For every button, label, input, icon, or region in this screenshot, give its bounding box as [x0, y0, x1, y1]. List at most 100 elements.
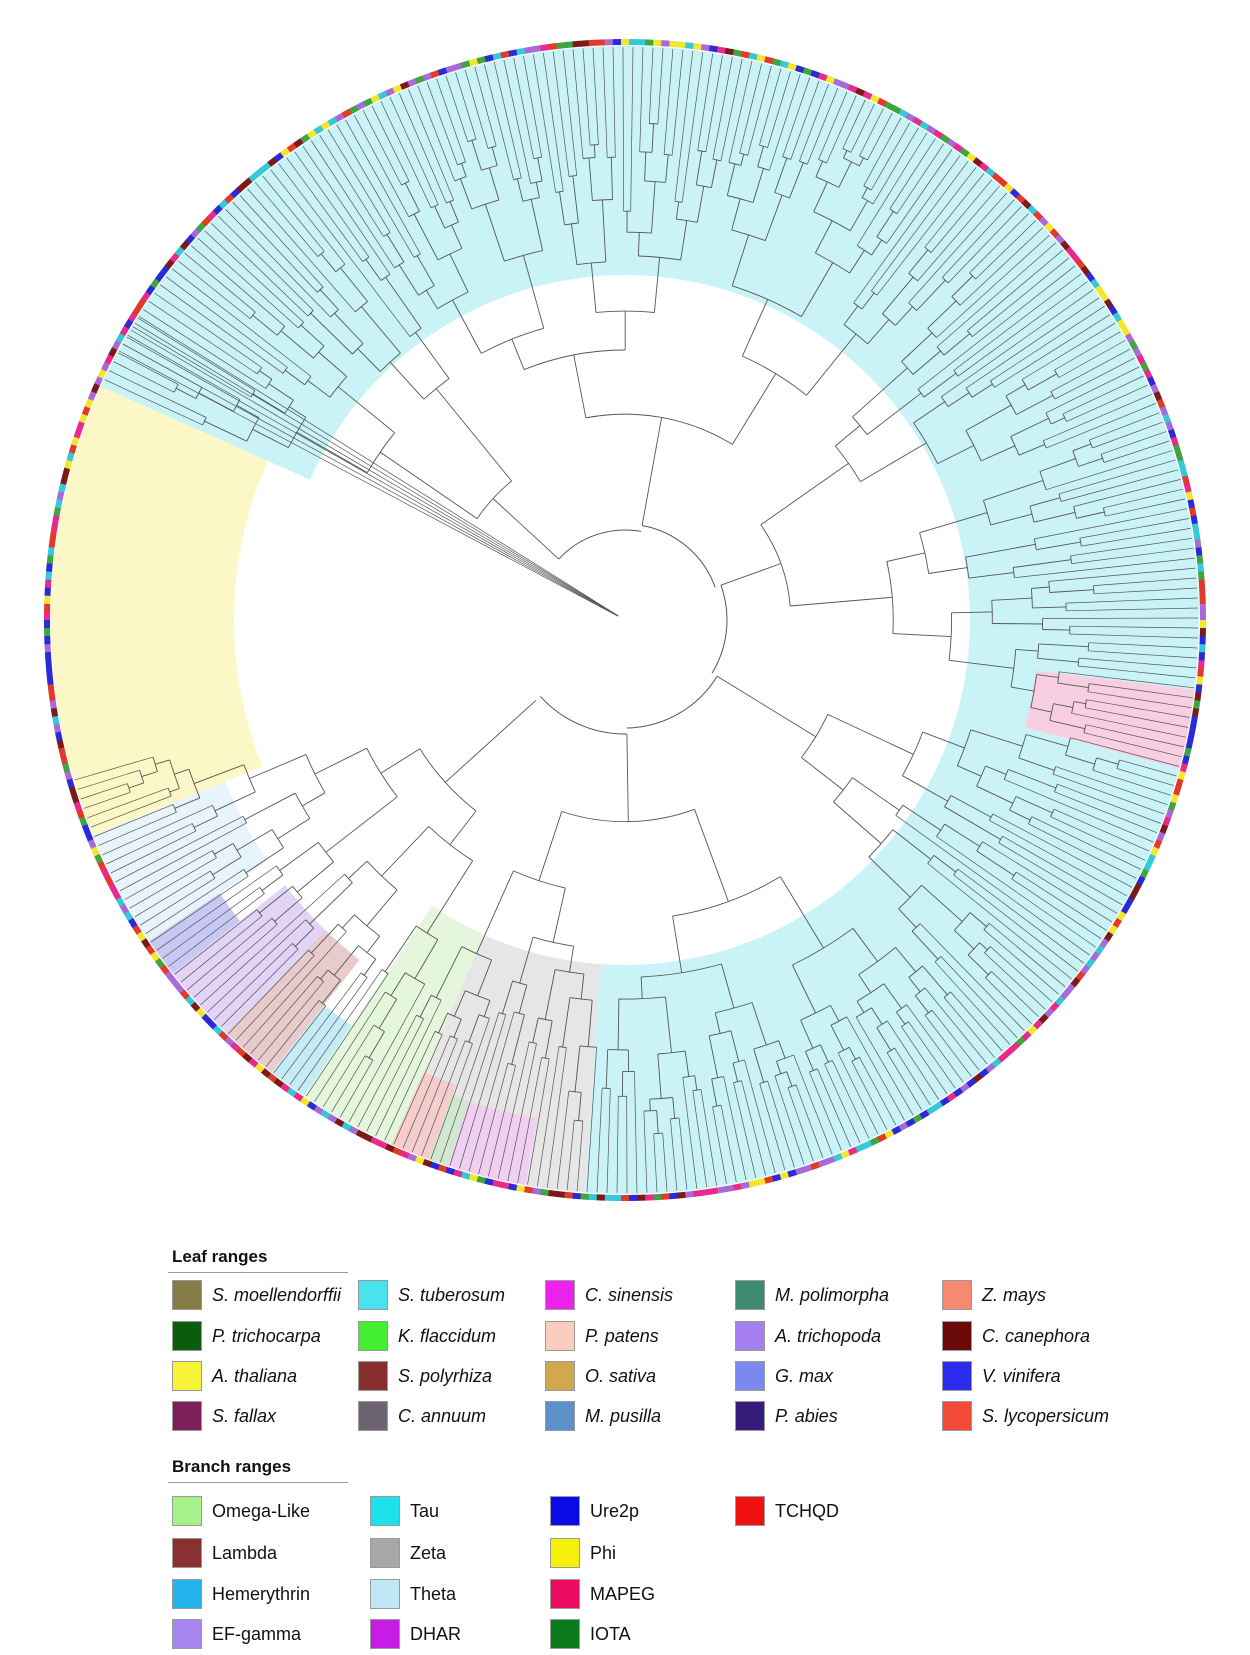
leaf-branch	[533, 54, 557, 193]
species-ring-segment	[145, 284, 156, 296]
leaf-branch	[831, 1060, 870, 1139]
species-ring-segment	[1194, 692, 1202, 702]
leaf-branch	[430, 1043, 473, 1160]
internal-branch	[511, 338, 525, 370]
leaf-legend-item: M. polimorpha	[735, 1279, 889, 1311]
internal-branch	[801, 757, 844, 791]
leaf-branch	[129, 857, 217, 909]
leaf-branch	[220, 948, 299, 1027]
internal-branch	[398, 264, 419, 296]
branch-legend-label: Omega-Like	[212, 1500, 311, 1521]
leaf-branch	[228, 949, 309, 1034]
species-ring-segment	[1120, 325, 1131, 337]
species-ring-segment	[56, 490, 65, 501]
leaf-branch	[739, 63, 763, 154]
clade-connector-arc	[481, 165, 498, 171]
species-ring-segment	[1139, 868, 1149, 879]
species-ring-segment	[1094, 944, 1105, 956]
species-ring-segment	[1090, 278, 1101, 289]
species-ring-segment	[348, 104, 360, 115]
leaf-branch	[507, 1043, 537, 1181]
leaf-branch	[592, 47, 599, 145]
internal-branch	[1051, 417, 1065, 425]
internal-branch	[911, 930, 939, 960]
leaf-branch	[493, 62, 522, 178]
clade-connector-arc	[742, 355, 807, 396]
species-ring-segment	[524, 46, 534, 54]
leaf-branch	[327, 129, 391, 233]
species-ring-segment	[48, 691, 56, 701]
leaf-legend-item: K. flaccidum	[358, 1320, 496, 1352]
internal-branch	[1036, 541, 1081, 551]
internal-branch	[522, 255, 545, 329]
clade-connector-arc	[998, 835, 1003, 844]
internal-branch	[675, 201, 680, 220]
leaf-branch	[712, 57, 733, 160]
species-ring-segment	[997, 177, 1009, 188]
species-ring-segment	[174, 983, 185, 994]
leaf-branch	[793, 1054, 833, 1155]
species-ring-segment	[1170, 436, 1179, 447]
internal-branch	[944, 806, 1001, 840]
branch-legend-label: IOTA	[590, 1623, 631, 1644]
internal-branch	[320, 253, 337, 272]
species-ring-segment	[1136, 354, 1146, 365]
species-ring-segment	[184, 995, 196, 1006]
leaf-branch	[969, 213, 1030, 274]
clade-connector-arc	[172, 804, 177, 813]
species-ring-segment	[676, 1191, 686, 1199]
root-spoke	[118, 350, 619, 617]
internal-branch	[366, 889, 398, 927]
branch-legend-item: Ure2p	[550, 1495, 639, 1527]
species-ring-segment	[1197, 668, 1204, 678]
species-ring-segment	[206, 1019, 217, 1030]
internal-branch	[385, 277, 422, 329]
species-ring-segment	[123, 910, 134, 921]
species-ring-segment	[523, 1186, 534, 1194]
species-ring-segment	[637, 39, 646, 46]
leaf-branch	[927, 863, 1072, 980]
internal-branch	[990, 513, 1033, 526]
leaf-branch	[168, 893, 265, 967]
leaf-branch	[270, 169, 346, 265]
species-ring-segment	[334, 1117, 345, 1128]
leaf-branch	[886, 149, 953, 244]
leaf-branch	[1066, 384, 1148, 422]
leaf-branch	[439, 1018, 490, 1163]
species-ring-segment	[132, 304, 142, 316]
internal-branch	[379, 451, 478, 519]
species-ring-segment	[1116, 910, 1127, 922]
clade-connector-arc	[927, 327, 937, 338]
leaf-legend-item: S. moellendorffii	[172, 1279, 341, 1311]
species-ring-segment	[84, 398, 94, 409]
internal-branch	[516, 178, 524, 202]
species-ring-segment	[320, 120, 332, 131]
clade-connector-arc	[564, 222, 579, 226]
branch-legend-swatch	[370, 1619, 400, 1649]
species-ring-segment	[991, 172, 1002, 183]
leaf-branch	[235, 955, 315, 1041]
internal-branch	[1029, 497, 1061, 507]
species-ring-segment	[1153, 391, 1163, 402]
branch-legend-swatch	[735, 1496, 765, 1526]
leaf-branch	[1053, 808, 1150, 852]
species-ring-segment	[1080, 265, 1091, 276]
internal-branch	[665, 154, 669, 183]
internal-branch	[892, 829, 932, 860]
internal-branch	[901, 332, 933, 362]
internal-branch	[435, 946, 463, 998]
internal-branch	[710, 159, 718, 188]
leaf-branch	[1086, 699, 1190, 718]
leaf-branch	[1028, 823, 1137, 879]
species-ring-segment	[445, 64, 456, 74]
species-ring-segment	[377, 90, 388, 100]
species-ring-segment	[708, 1187, 718, 1195]
clade-connector-arc	[404, 972, 426, 985]
internal-branch	[570, 223, 578, 265]
internal-branch	[1072, 443, 1092, 452]
leaf-branch	[393, 1034, 443, 1145]
species-ring-segment	[1003, 1047, 1014, 1058]
tree-canvas	[43, 39, 1206, 1201]
leaf-branch	[639, 47, 644, 152]
leaf-branch	[310, 140, 395, 269]
